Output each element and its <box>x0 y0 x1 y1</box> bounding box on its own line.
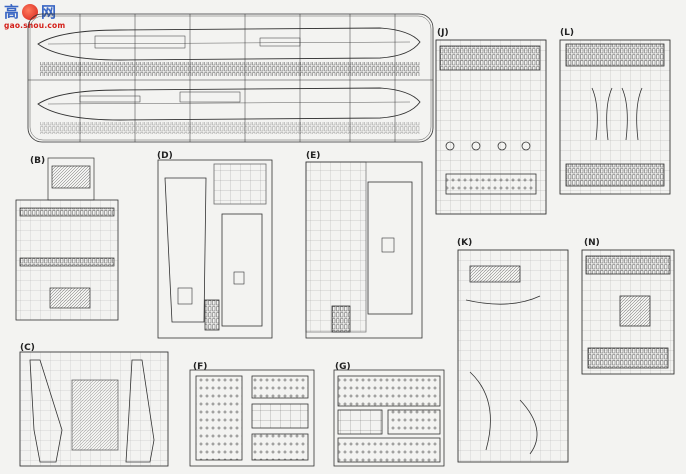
sprue-j <box>435 39 547 215</box>
sprue-k <box>457 249 569 463</box>
watermark-char-1: 高 <box>4 3 20 21</box>
sprue-label-c: (C) <box>20 343 35 353</box>
sprue-label-d: (D) <box>157 151 173 161</box>
sprue-n <box>581 249 675 375</box>
sprue-label-b: (B) <box>30 156 46 166</box>
sprue-g <box>333 369 445 467</box>
sprue-label-j: (J) <box>437 28 449 38</box>
sprue-label-e: (E) <box>306 151 321 161</box>
sprue-l <box>559 39 671 195</box>
sprue-f <box>189 369 315 467</box>
sprue-label-l: (L) <box>560 28 574 38</box>
sprue-label-g: (G) <box>335 362 351 372</box>
sprue-b <box>15 157 119 321</box>
hull-sprue <box>27 13 434 143</box>
sprue-label-k: (K) <box>457 238 473 248</box>
sprue-c <box>19 351 169 467</box>
sprue-label-n: (N) <box>584 238 600 248</box>
sprue-d <box>157 159 273 339</box>
watermark-subtitle: gao.shou.com <box>4 21 66 30</box>
sprue-e <box>305 161 423 339</box>
sprue-label-f: (F) <box>193 362 208 372</box>
